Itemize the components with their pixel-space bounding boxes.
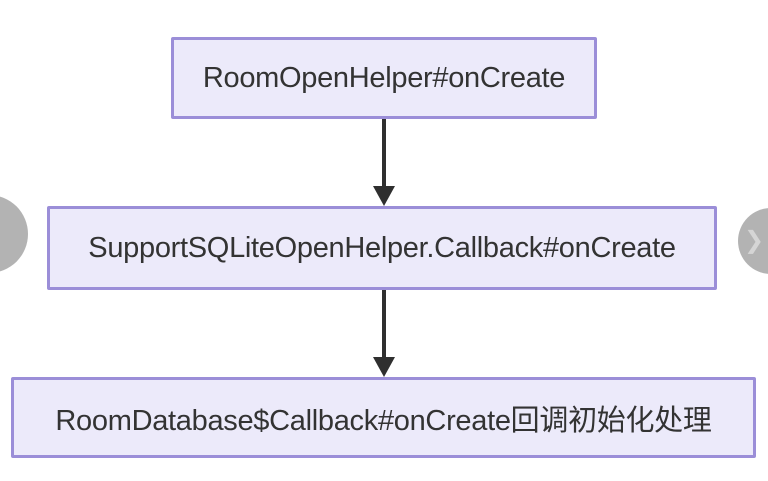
carousel-prev-button[interactable] (0, 195, 28, 273)
edge-a-b-arrowhead-icon (373, 186, 395, 206)
flowchart-node-label: RoomDatabase$Callback#onCreate回调初始化处理 (55, 404, 712, 437)
edge-b-c-line (382, 290, 386, 359)
flowchart-node-label: RoomOpenHelper#onCreate (202, 61, 566, 94)
flowchart-node-label: SupportSQLiteOpenHelper.Callback#onCreat… (88, 231, 676, 264)
edge-a-b-line (382, 119, 386, 188)
flowchart-node-room-open-helper: RoomOpenHelper#onCreate (171, 37, 597, 119)
flowchart-node-support-sqlite-open-helper-callback: SupportSQLiteOpenHelper.Callback#onCreat… (47, 206, 717, 290)
carousel-next-button[interactable]: ❯ (738, 208, 768, 274)
flowchart-node-room-database-callback: RoomDatabase$Callback#onCreate回调初始化处理 (11, 377, 756, 458)
chevron-right-icon: ❯ (744, 227, 765, 254)
edge-b-c-arrowhead-icon (373, 357, 395, 377)
